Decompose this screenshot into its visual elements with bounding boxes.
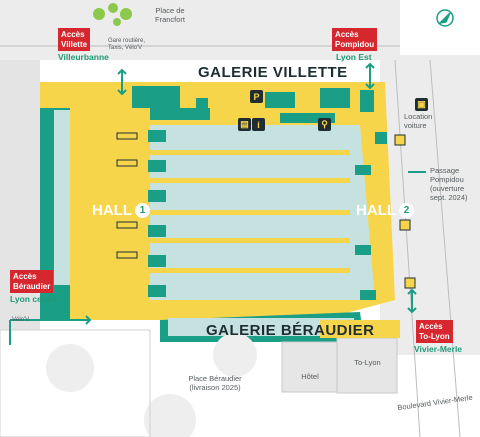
plaza-circle-2 bbox=[213, 333, 257, 377]
plaza-circle-3 bbox=[144, 394, 196, 437]
place-beraudier-label: Place Béraudier (livraison 2025) bbox=[188, 374, 242, 392]
access-beraudier-subtitle: Lyon centre bbox=[10, 294, 58, 304]
tolyon-building bbox=[336, 337, 398, 394]
west-block bbox=[0, 60, 40, 330]
villette-shops bbox=[132, 86, 374, 123]
galerie-villette-title: GALERIE VILLETTE bbox=[198, 64, 348, 81]
hall-1-label: HALL 1 bbox=[92, 202, 150, 219]
east-street-area bbox=[380, 55, 480, 355]
hall-1-number: 1 bbox=[135, 203, 150, 218]
hall-2-label: HALL 2 bbox=[356, 202, 414, 219]
access-beraudier-tag: Accès Béraudier bbox=[10, 270, 54, 293]
escalators bbox=[116, 132, 416, 289]
hall1-stairs-blocks bbox=[148, 130, 166, 297]
access-beraudier-note: Vélo'V bbox=[12, 317, 30, 323]
access-arrows bbox=[9, 62, 426, 345]
hall2-blocks bbox=[355, 132, 387, 300]
passage-pompidou-label: Passage Pompidou (ouverture sept. 2024) bbox=[430, 166, 468, 202]
trees bbox=[93, 3, 132, 26]
access-to-lyon-subtitle: Vivier-Merle bbox=[414, 344, 463, 354]
access-villette-tag: Accès Villette bbox=[58, 28, 91, 51]
place-francfort-label: Place de Francfort bbox=[154, 6, 185, 24]
compass-icon bbox=[436, 9, 454, 27]
restroom-icon: ⚲ bbox=[318, 118, 331, 131]
hall-2-number: 2 bbox=[399, 203, 414, 218]
hotel-label: Hôtel bbox=[301, 372, 319, 381]
plaza-circle-1 bbox=[46, 344, 94, 392]
transport-note: Gare routière, Taxis, Vélo'V bbox=[108, 38, 146, 51]
access-to-lyon-tag: Accès To-Lyon bbox=[416, 320, 453, 343]
galerie-beraudier-title: GALERIE BÉRAUDIER bbox=[206, 322, 375, 339]
info-icon: i bbox=[252, 118, 265, 131]
to-lyon-label: To-Lyon bbox=[354, 358, 381, 367]
luggage-icon: ▤ bbox=[238, 118, 251, 131]
access-pompidou-subtitle: Lyon Est bbox=[336, 52, 372, 62]
location-voiture-label: Location voiture bbox=[404, 112, 433, 130]
parking-icon: P bbox=[250, 90, 263, 103]
hotel-building bbox=[281, 341, 338, 393]
access-pompidou-tag: Accès Pompidou bbox=[332, 28, 378, 51]
car-rental-icon: ▣ bbox=[415, 98, 428, 111]
platforms bbox=[150, 150, 350, 273]
access-villette-subtitle: Villeurbanne bbox=[58, 52, 109, 62]
